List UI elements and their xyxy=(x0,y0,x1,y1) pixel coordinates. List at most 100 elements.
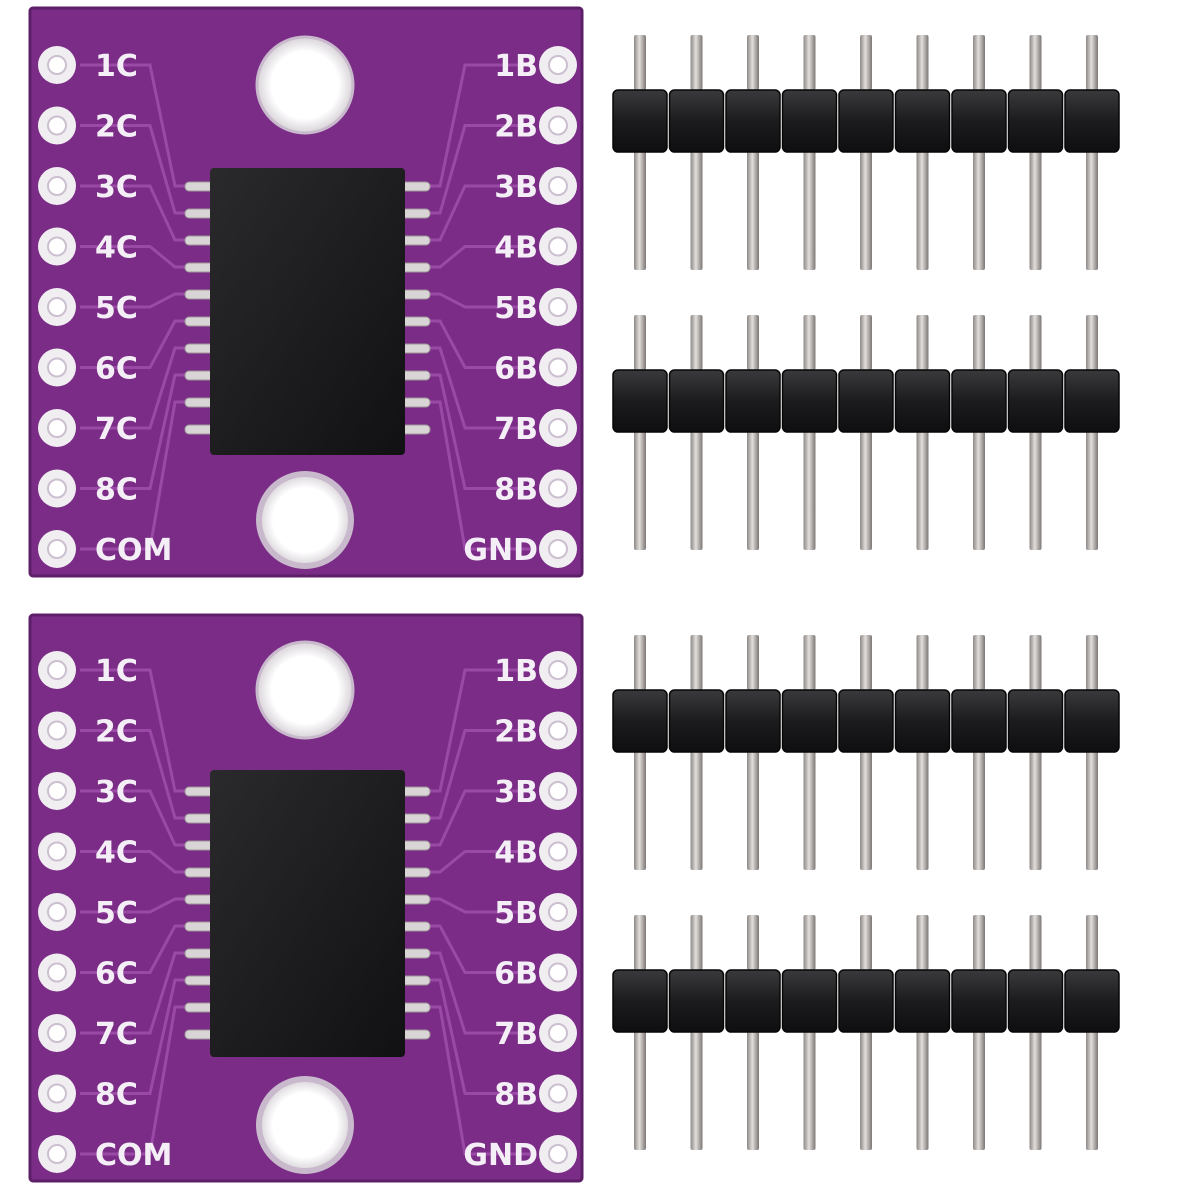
header-pin xyxy=(803,750,816,870)
trace xyxy=(428,924,530,974)
header-plastic-block xyxy=(612,89,668,153)
header-pin xyxy=(1029,635,1042,690)
pad-hole xyxy=(548,297,568,317)
header-plastic-block xyxy=(781,89,838,153)
pad-hole xyxy=(47,720,67,741)
header-pin xyxy=(747,430,759,550)
pin-header-strip xyxy=(612,315,1120,550)
pad-hole xyxy=(548,841,568,862)
pad-hole xyxy=(548,962,568,983)
pin-label-right: 4B xyxy=(494,836,538,871)
pin-label-right: 8B xyxy=(494,1078,538,1113)
header-pin xyxy=(916,915,929,970)
pad-hole xyxy=(548,55,568,75)
header-pin xyxy=(803,315,816,370)
pad-hole xyxy=(47,902,67,922)
header-pin xyxy=(634,150,646,270)
header-plastic-block xyxy=(1064,369,1120,433)
pad-hole xyxy=(47,1083,67,1104)
header-plastic-block xyxy=(1064,89,1120,153)
pad-hole xyxy=(548,1083,568,1104)
header-pin xyxy=(690,150,703,270)
header-plastic-block xyxy=(612,369,668,433)
header-pin xyxy=(747,35,759,90)
pin-label-left: 2C xyxy=(95,715,138,750)
trace xyxy=(428,124,530,215)
header-pin xyxy=(1029,1030,1042,1150)
pad-hole xyxy=(548,781,568,801)
header-pin xyxy=(690,915,703,970)
trace xyxy=(80,63,188,188)
pin-label-left: 7C xyxy=(95,412,138,447)
header-plastic-block xyxy=(894,369,951,433)
pad-hole xyxy=(548,1144,568,1164)
trace xyxy=(428,850,530,874)
pin-label-left: 3C xyxy=(95,170,138,205)
trace xyxy=(428,1005,530,1156)
pin-label-left: 8C xyxy=(95,473,138,508)
trace xyxy=(428,292,530,309)
pad-hole xyxy=(548,720,568,741)
header-plastic-block xyxy=(612,969,668,1033)
header-pin xyxy=(690,750,703,870)
header-pin xyxy=(1086,150,1098,270)
header-plastic-block xyxy=(1064,969,1120,1033)
header-pin xyxy=(1086,35,1098,90)
pin-label-left: 1C xyxy=(95,654,138,689)
trace xyxy=(428,978,530,1095)
mounting-hole-bottom xyxy=(256,471,354,569)
header-pin xyxy=(916,635,929,690)
header-pin xyxy=(973,35,985,90)
pad-hole xyxy=(47,478,67,499)
header-pin xyxy=(803,35,816,90)
pin-label-left: 2C xyxy=(95,110,138,145)
header-pin xyxy=(1086,635,1098,690)
trace xyxy=(428,184,530,242)
header-pin xyxy=(1086,315,1098,370)
pin-label-left: 4C xyxy=(95,231,138,266)
pad-hole xyxy=(548,115,568,136)
pin-label-right: 2B xyxy=(494,715,538,750)
header-plastic-block xyxy=(951,689,1007,753)
header-pin xyxy=(634,315,646,370)
header-pin xyxy=(1029,35,1042,90)
pad-hole xyxy=(548,660,568,680)
pad-hole xyxy=(47,1144,67,1164)
pin-label-right: GND xyxy=(463,1138,538,1173)
header-pin xyxy=(1086,1030,1098,1150)
header-pin xyxy=(973,635,985,690)
header-pin xyxy=(916,750,929,870)
trace xyxy=(80,373,188,490)
header-pin xyxy=(916,35,929,90)
header-pin xyxy=(634,915,646,970)
pad-hole xyxy=(47,357,67,378)
header-pin xyxy=(1086,750,1098,870)
trace xyxy=(80,346,188,430)
trace xyxy=(428,897,530,914)
pin-label-right: 5B xyxy=(494,896,538,931)
header-plastic-block xyxy=(781,689,838,753)
header-pin xyxy=(803,430,816,550)
pin-label-left: 5C xyxy=(95,291,138,326)
header-pin xyxy=(634,1030,646,1150)
header-plastic-block xyxy=(951,969,1007,1033)
pin-label-left: 6C xyxy=(95,352,138,387)
header-plastic-block xyxy=(725,369,781,433)
header-plastic-block xyxy=(781,969,838,1033)
header-pin xyxy=(690,1030,703,1150)
header-pin xyxy=(973,315,985,370)
pad-hole xyxy=(47,418,67,438)
header-pin xyxy=(860,915,872,970)
trace xyxy=(80,319,188,369)
pads-left xyxy=(38,46,76,568)
mounting-hole-bottom xyxy=(256,1076,354,1174)
header-pin xyxy=(690,635,703,690)
header-pin xyxy=(747,635,759,690)
pin-label-left: 1C xyxy=(95,49,138,84)
header-pin xyxy=(973,430,985,550)
trace xyxy=(428,729,530,820)
pcb-traces xyxy=(80,668,530,1156)
pad-hole xyxy=(47,236,67,257)
